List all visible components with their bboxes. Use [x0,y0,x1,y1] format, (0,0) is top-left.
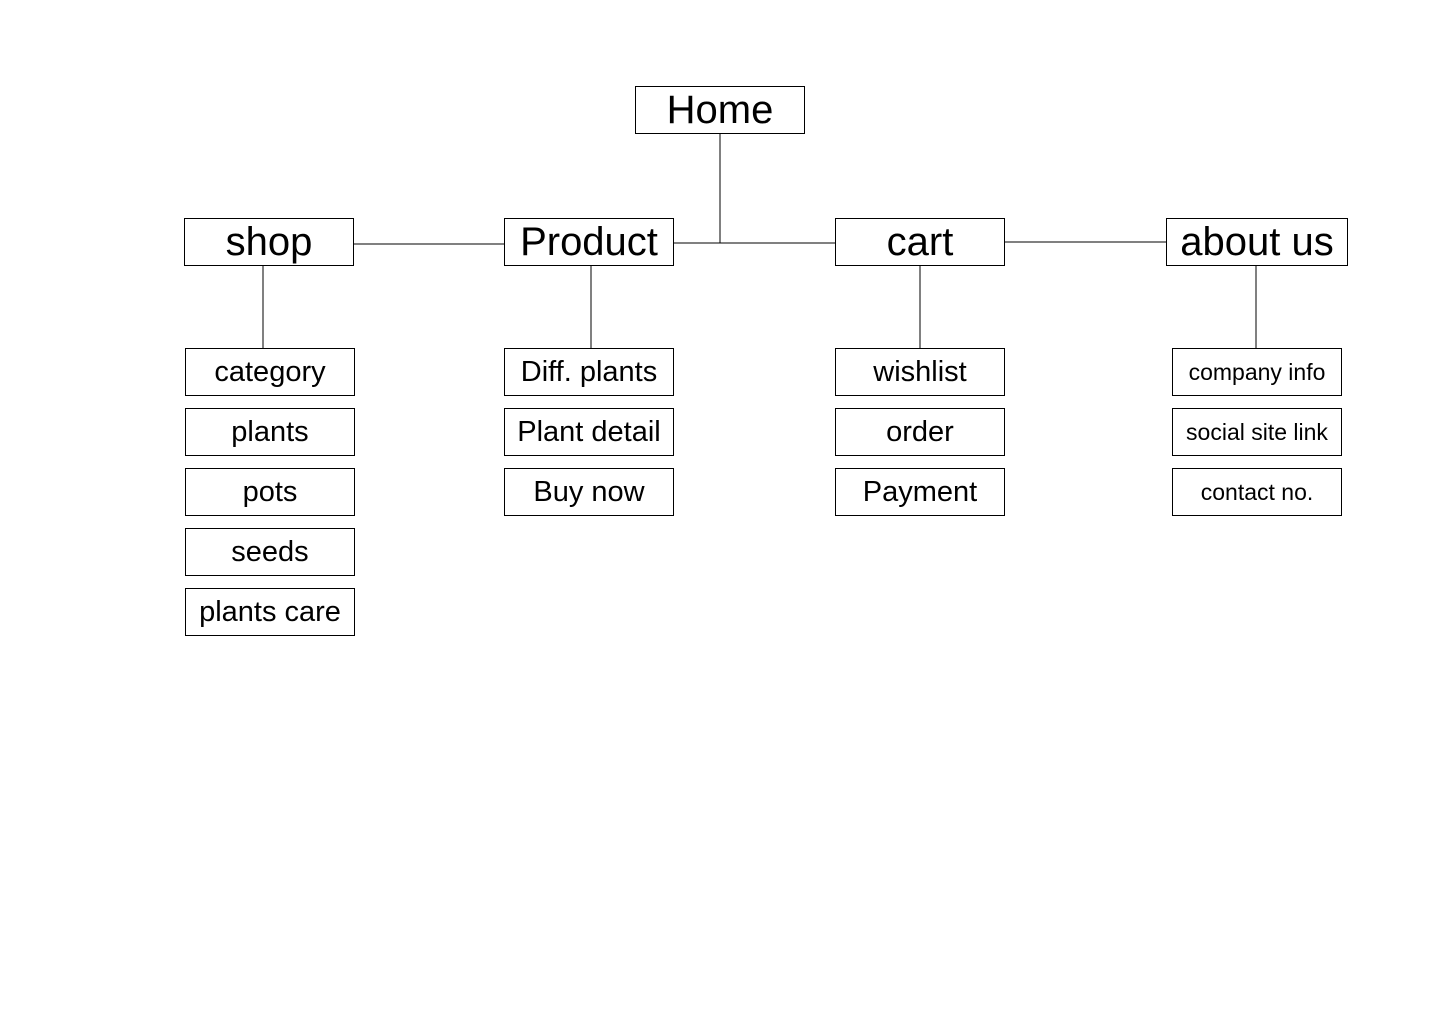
node-shop-plants: plants [185,408,355,456]
node-shop-category: category [185,348,355,396]
node-shop-seeds: seeds [185,528,355,576]
node-shop-pots: pots [185,468,355,516]
node-cart-wishlist: wishlist [835,348,1005,396]
node-shop: shop [184,218,354,266]
node-product-buy-now: Buy now [504,468,674,516]
node-cart: cart [835,218,1005,266]
node-home: Home [635,86,805,134]
node-about-us: about us [1166,218,1348,266]
node-about-contact-no: contact no. [1172,468,1342,516]
node-cart-order: order [835,408,1005,456]
node-about-company-info: company info [1172,348,1342,396]
node-shop-plants-care: plants care [185,588,355,636]
node-product: Product [504,218,674,266]
node-product-diff-plants: Diff. plants [504,348,674,396]
node-cart-payment: Payment [835,468,1005,516]
node-about-social-site-link: social site link [1172,408,1342,456]
node-product-plant-detail: Plant detail [504,408,674,456]
